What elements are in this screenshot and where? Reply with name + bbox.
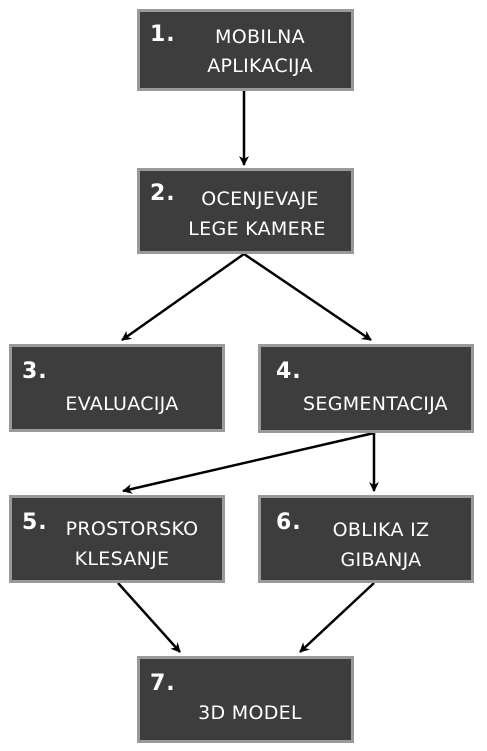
node-label-line: MOBILNA (215, 26, 305, 48)
node-number: 3. (22, 359, 48, 384)
node-number: 7. (150, 671, 176, 696)
node-camera-pose-estimation: 2. OCENJEVAJE LEGE KAMERE (137, 168, 354, 254)
node-3d-model: 7. 3D MODEL (137, 656, 354, 743)
node-label-line: 3D MODEL (198, 702, 302, 724)
node-label-line: PROSTORSKO (65, 518, 199, 540)
node-segmentation: 4. SEGMENTACIJA (258, 344, 474, 433)
node-label-line: KLESANJE (74, 548, 170, 570)
node-mobile-app: 1. MOBILNA APLIKACIJA (137, 9, 354, 91)
arrow-n6-n7 (299, 582, 375, 653)
arrow-n5-n7 (117, 582, 181, 653)
node-number: 5. (22, 510, 48, 535)
node-label-line: APLIKACIJA (207, 55, 313, 77)
arrow-n2-n3 (121, 252, 245, 342)
node-label-line: OCENJEVAJE (201, 188, 319, 210)
node-space-carving: 5. PROSTORSKO KLESANJE (9, 495, 225, 583)
node-number: 1. (150, 22, 176, 47)
node-evaluation: 3. EVALUACIJA (9, 344, 225, 432)
node-label-line: LEGE KAMERE (188, 218, 326, 240)
arrow-n2-n4 (243, 252, 372, 342)
arrow-n4-n5 (122, 431, 375, 494)
node-structure-from-motion: 6. OBLIKA IZ GIBANJA (258, 495, 474, 583)
node-label-line: EVALUACIJA (65, 393, 179, 415)
node-label-line: SEGMENTACIJA (303, 393, 448, 415)
node-number: 4. (276, 359, 302, 384)
node-label-line: GIBANJA (340, 549, 422, 571)
node-label-line: OBLIKA IZ (332, 519, 430, 541)
node-number: 6. (276, 510, 302, 535)
node-number: 2. (150, 181, 176, 206)
